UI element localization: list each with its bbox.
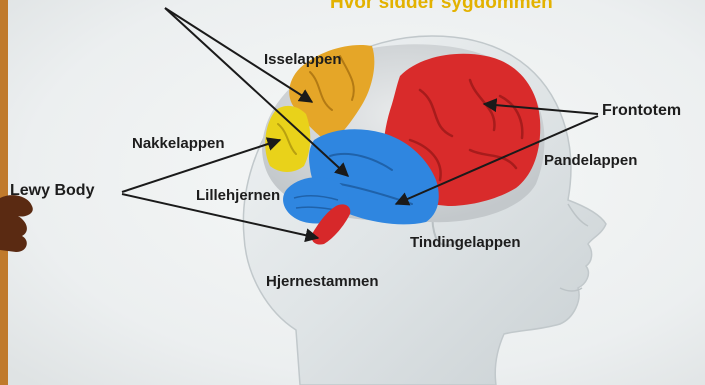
slide-title: Hvor sidder sygdommen xyxy=(330,0,553,14)
label-frontotem: Frontotem xyxy=(602,102,681,120)
label-tindingelappen: Tindingelappen xyxy=(410,234,521,252)
label-nakkelappen: Nakkelappen xyxy=(132,135,225,153)
label-lillehjernen: Lillehjernen xyxy=(196,187,280,205)
label-pandelappen: Pandelappen xyxy=(544,152,637,170)
label-isselappen: Isselappen xyxy=(264,51,342,69)
label-lewy-body: Lewy Body xyxy=(10,182,94,200)
label-hjernestammen: Hjernestammen xyxy=(266,273,379,291)
